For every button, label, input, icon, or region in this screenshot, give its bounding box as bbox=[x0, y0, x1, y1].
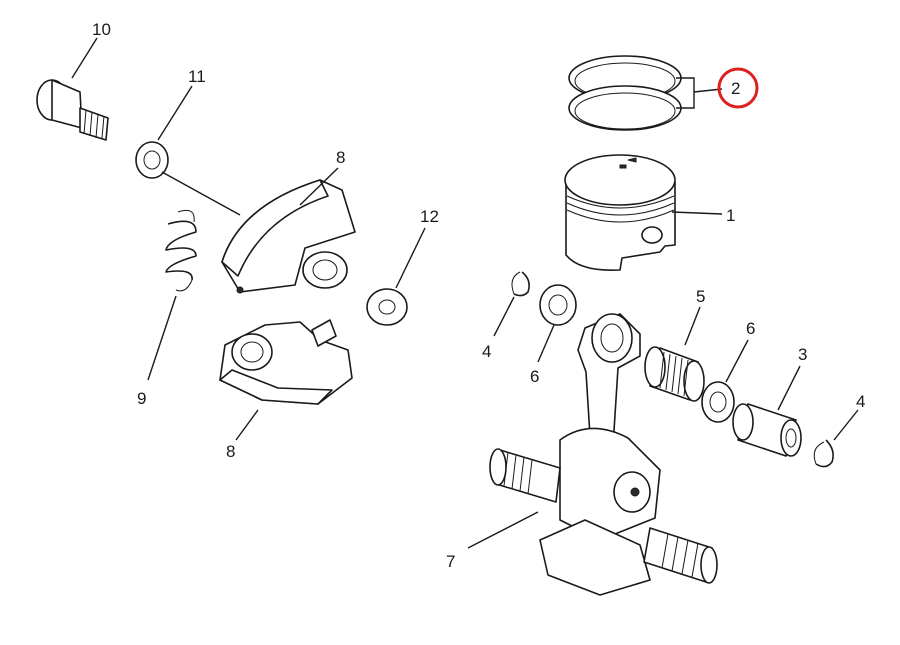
part-4-circlip-left[interactable] bbox=[511, 271, 530, 297]
callout-4-left: 4 bbox=[482, 342, 491, 361]
part-4-circlip-right[interactable] bbox=[813, 439, 834, 468]
part-2-piston-rings[interactable] bbox=[568, 55, 682, 131]
callout-6-left: 6 bbox=[530, 367, 539, 386]
part-9-spring[interactable] bbox=[165, 209, 197, 292]
callout-4-right: 4 bbox=[856, 392, 865, 411]
part-8-clutch-shoe-lower[interactable] bbox=[219, 319, 353, 405]
callout-9: 9 bbox=[137, 389, 146, 408]
part-6-washer-left[interactable] bbox=[539, 284, 577, 326]
callout-2-highlight-ring bbox=[717, 67, 759, 109]
callout-12: 12 bbox=[420, 207, 439, 226]
callout-10: 10 bbox=[92, 20, 111, 39]
part-6-washer-right[interactable] bbox=[701, 381, 735, 423]
part-1-piston[interactable] bbox=[564, 154, 676, 272]
callout-8-upper: 8 bbox=[336, 148, 345, 167]
callout-7: 7 bbox=[446, 552, 455, 571]
part-10-shoulder-bolt[interactable] bbox=[36, 79, 109, 141]
callout-11: 11 bbox=[188, 67, 206, 86]
callout-5: 5 bbox=[696, 287, 705, 306]
part-11-circlip[interactable] bbox=[135, 141, 169, 179]
part-7-crankshaft[interactable] bbox=[489, 313, 718, 596]
callout-8-lower: 8 bbox=[226, 442, 235, 461]
part-5-needle-bearing[interactable] bbox=[644, 346, 705, 402]
part-3-wrist-pin[interactable] bbox=[732, 403, 802, 457]
part-8-clutch-shoe-upper[interactable] bbox=[221, 179, 356, 294]
part-12-washer[interactable] bbox=[366, 288, 408, 326]
callout-3: 3 bbox=[798, 345, 807, 364]
callout-6-right: 6 bbox=[746, 319, 755, 338]
callout-2[interactable]: 2 bbox=[731, 79, 740, 98]
callout-1: 1 bbox=[726, 206, 735, 225]
